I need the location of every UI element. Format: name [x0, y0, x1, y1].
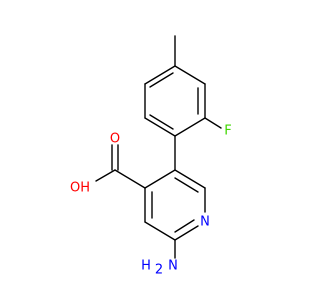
bond-c-f: [204, 117, 222, 129]
structure-canvas: F O OH N H 2 N: [69, 35, 232, 278]
bond-pyridine-6: [174, 169, 206, 189]
bond-benzene-1: [144, 65, 176, 85]
fluorine-label: F: [224, 124, 231, 139]
bond-benzene-3: [144, 117, 176, 137]
pyridine-nitrogen-label: N: [200, 215, 210, 230]
bond-pyridine-4-inner: [174, 219, 195, 233]
bond-benzene-1-inner: [149, 72, 174, 88]
bond-pyridine-1: [144, 169, 176, 189]
bond-pyridine-4: [174, 225, 199, 241]
bond-benzene-3-inner: [149, 114, 174, 130]
molecule-diagram: F O OH N H 2 N: [70, 35, 232, 278]
amine-h2-subscript: 2: [155, 263, 163, 278]
bond-benzene-6: [174, 65, 206, 85]
bond-c-cooh: [114, 169, 146, 189]
amine-h-label: H: [141, 259, 151, 274]
carbonyl-oxygen-label: O: [110, 132, 120, 147]
atom-layer: F O OH N H 2 N: [70, 124, 232, 278]
bond-benzene-4: [174, 117, 206, 137]
bond-pyridine-6-inner: [174, 177, 199, 193]
bond-pyridine-3: [144, 221, 176, 241]
bond-c-oh: [95, 169, 116, 182]
hydroxyl-label: OH: [70, 181, 90, 196]
bond-layer: [95, 35, 222, 259]
amine-n-label: N: [168, 259, 178, 274]
